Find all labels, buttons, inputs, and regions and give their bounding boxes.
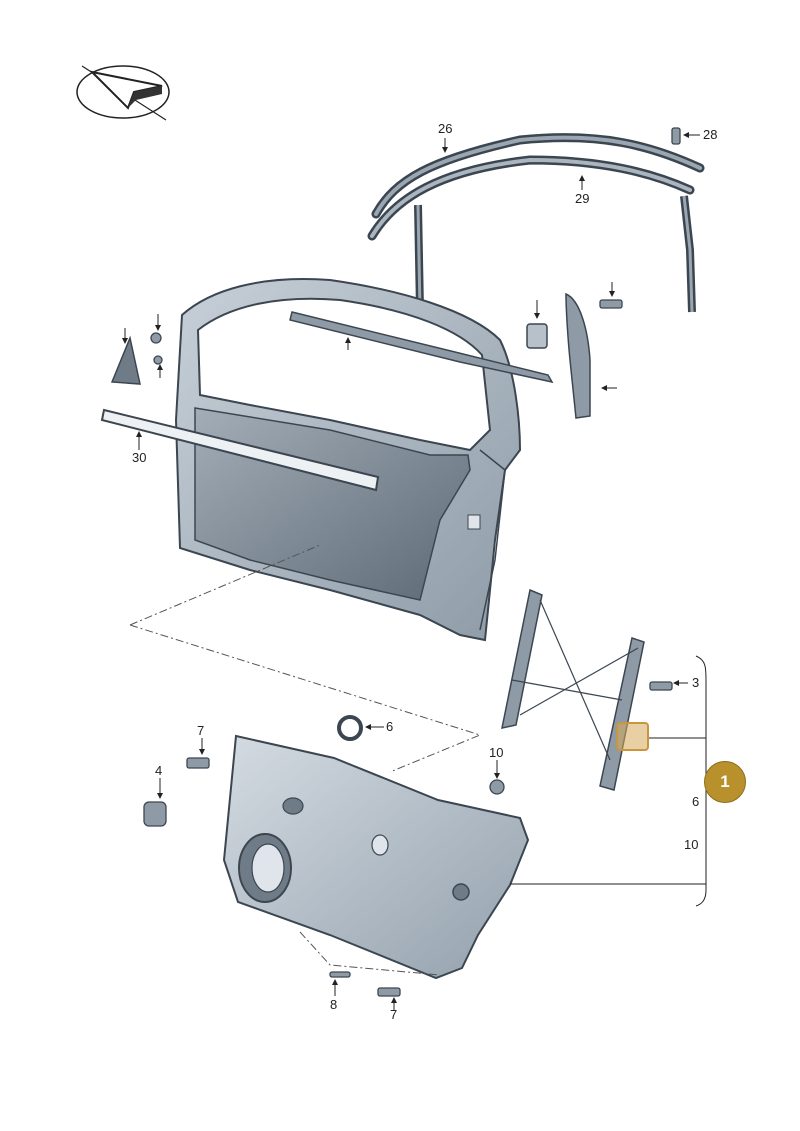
callout-3: 3: [692, 675, 700, 690]
door-shell: [174, 278, 522, 642]
window-regulator: [501, 588, 645, 791]
view-direction-arrow-icon: [76, 65, 170, 121]
callout-7-top: 7: [197, 723, 205, 738]
callout-10: 10: [489, 745, 504, 760]
callout-4: 4: [155, 763, 163, 778]
window-frame-seal: [367, 133, 705, 386]
callout-18: 28: [703, 127, 718, 142]
assembly-outlines: [129, 544, 482, 976]
callout-17: 26: [438, 121, 453, 136]
window-sill-seal-20: [100, 408, 380, 492]
callout-6: 6: [386, 719, 394, 734]
frame-trim-25: [565, 292, 591, 419]
callout-7-bottom: 7: [390, 1007, 398, 1022]
fasteners: [143, 127, 681, 997]
callout-20: 30: [132, 450, 147, 465]
clip-24: [526, 323, 548, 349]
part-1-highlight: [616, 722, 649, 751]
callout-10-list: 10: [684, 837, 699, 852]
door-module-panel: [222, 734, 530, 980]
part-number-badge[interactable]: 1: [704, 761, 746, 803]
callout-8: 8: [330, 997, 338, 1012]
window-sill-seal-21: [289, 311, 554, 384]
callout-6-list: 6: [692, 794, 700, 809]
mirror-cover-28: [110, 335, 141, 385]
callout-19: 29: [575, 191, 590, 206]
